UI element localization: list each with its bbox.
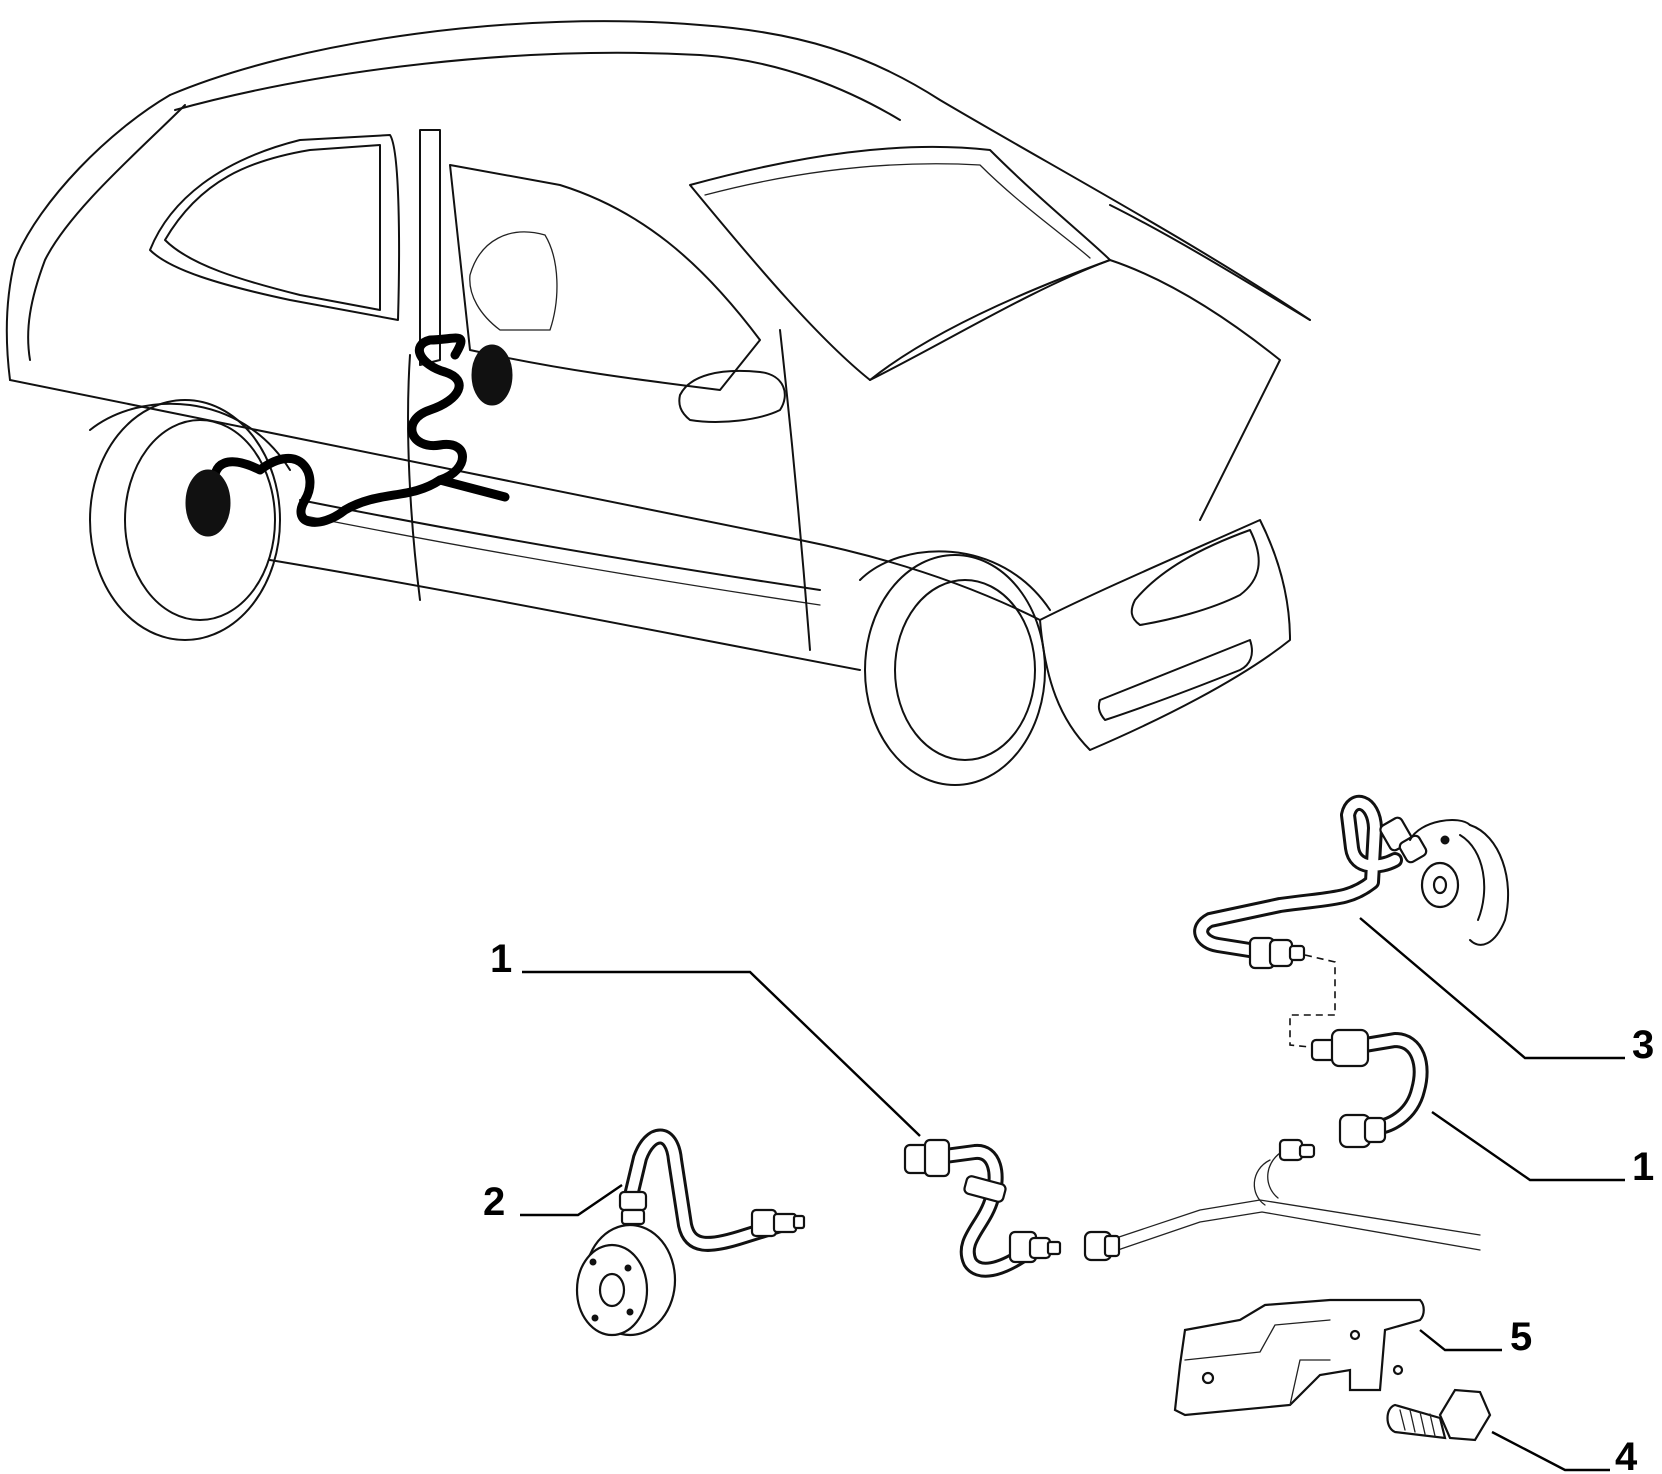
car-side-molding xyxy=(299,499,821,591)
car-side-molding-2 xyxy=(299,514,821,606)
callout-labels: 1 1 2 3 4 5 xyxy=(483,937,1654,1474)
car-roof-inner xyxy=(174,51,901,121)
car-grille xyxy=(1097,639,1253,721)
bracket-plate xyxy=(1173,1298,1425,1417)
leader-c5 xyxy=(1419,1329,1502,1352)
callout-4: 4 xyxy=(1615,1435,1638,1474)
part-1-flexible-hose-right xyxy=(1310,1028,1429,1149)
car-door-seam-rear xyxy=(407,354,421,601)
car-side-sill xyxy=(269,559,861,671)
part-1-flexible-hose-centre xyxy=(903,1138,1062,1278)
callout-1-right: 1 xyxy=(1632,1145,1654,1189)
car-belt-line xyxy=(9,379,1041,621)
car-seat xyxy=(469,231,558,331)
callout-5: 5 xyxy=(1510,1315,1532,1359)
rigid-pipe-ghost xyxy=(1083,1138,1481,1262)
connection-dashed xyxy=(1289,954,1336,1049)
part-5-bracket xyxy=(1173,1298,1425,1417)
brake-line-route xyxy=(209,333,467,527)
car-front-wheel xyxy=(859,550,1051,786)
leader-c2 xyxy=(520,1184,623,1217)
car-side-mirror xyxy=(678,369,786,423)
leader-c4 xyxy=(1491,1430,1610,1472)
car-rear-wheel xyxy=(89,399,291,641)
car-windshield-inner xyxy=(704,163,1091,259)
part-4-bolt xyxy=(1386,1388,1492,1442)
car-hood-edge xyxy=(1109,204,1311,321)
callout-1-centre: 1 xyxy=(490,937,512,981)
car-front-fascia xyxy=(1039,519,1291,751)
callout-2: 2 xyxy=(483,1180,505,1224)
leader-c3 xyxy=(1359,917,1625,1060)
front-brake-disc xyxy=(1409,819,1510,946)
car-rear-hatch-inner xyxy=(27,104,186,361)
car-headlight xyxy=(1130,529,1260,626)
callout-3: 3 xyxy=(1632,1023,1654,1067)
car-b-pillar xyxy=(419,129,441,366)
brake-line-branch xyxy=(435,475,510,502)
car-windshield xyxy=(689,145,1111,381)
car-rear-window xyxy=(149,134,401,321)
car-door-window-rear xyxy=(164,144,381,311)
leader-c1b xyxy=(1431,1111,1625,1182)
part-3-front-brake-pipe xyxy=(1193,794,1510,970)
leader-lines xyxy=(520,917,1625,1472)
car-door-seam-front xyxy=(779,329,811,651)
rear-brake-drum-mark xyxy=(185,469,231,537)
leader-c1a xyxy=(522,970,921,1137)
front-brake-mark xyxy=(471,344,513,406)
car-door-window-front xyxy=(449,164,761,391)
car-rear-hatch xyxy=(5,94,171,381)
part-2-rear-brake-pipe xyxy=(575,1128,806,1337)
car-illustration xyxy=(5,20,1311,786)
car-hood xyxy=(869,259,1281,521)
car-roof-line xyxy=(169,20,1311,321)
